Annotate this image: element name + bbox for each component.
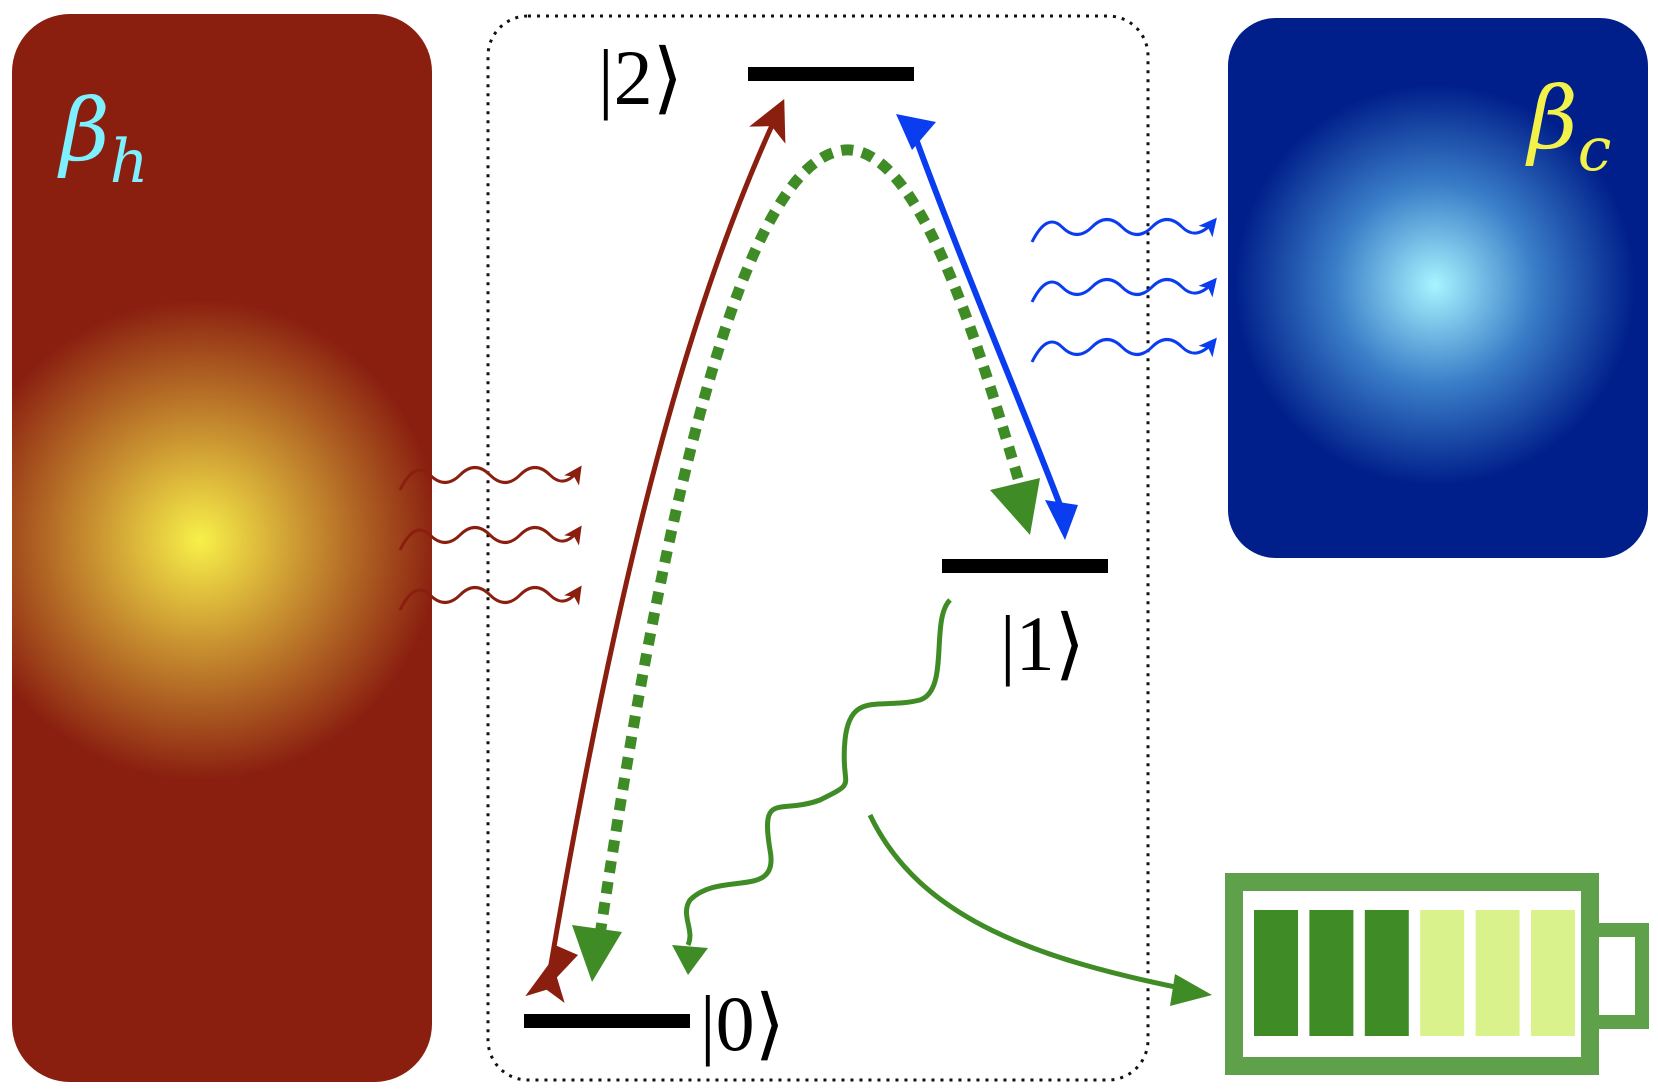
hot-bath: βh — [12, 14, 432, 1082]
photon-wavy-arrow — [1030, 337, 1217, 363]
hot-transition-arrow — [525, 98, 786, 1003]
cold-bath: βc — [1228, 18, 1648, 558]
battery-cell-empty — [1531, 910, 1575, 1036]
battery-terminal — [1583, 923, 1649, 1029]
level-2-ket: |2⟩ — [598, 34, 683, 121]
cold-bath-label: βc — [1525, 69, 1611, 185]
cold-transition-arrow — [896, 114, 1078, 540]
photon-wavy-arrow — [1030, 277, 1217, 303]
level-0-ket: |0⟩ — [700, 980, 785, 1067]
work-extraction-arrow — [867, 813, 1212, 1006]
battery-cells — [1254, 910, 1575, 1036]
hot-bath-subscript: h — [110, 127, 149, 197]
cold-bath-photons — [1030, 217, 1217, 363]
work-cycle-dotted-arrow — [572, 144, 1040, 982]
photon-wavy-arrow — [398, 585, 582, 611]
cold-bath-subscript: c — [1578, 115, 1612, 185]
photon-wavy-arrow — [398, 525, 582, 551]
level-1-ket: |1⟩ — [1000, 600, 1085, 687]
battery-cell-full — [1309, 910, 1354, 1036]
battery-icon — [1225, 873, 1649, 1075]
emission-wavy-arrow — [672, 598, 952, 975]
hot-bath-label: βh — [57, 81, 148, 197]
battery-cell-empty — [1475, 910, 1520, 1036]
energy-levels: |2⟩ |1⟩ |0⟩ — [524, 34, 1108, 1067]
hot-bath-photons — [398, 465, 582, 611]
photon-wavy-arrow — [1030, 217, 1217, 243]
battery-cell-empty — [1420, 910, 1465, 1036]
system-boundary — [486, 14, 1150, 1082]
hot-bath-body — [12, 14, 432, 1082]
photon-wavy-arrow — [398, 465, 582, 491]
battery-cell-full — [1254, 910, 1298, 1036]
cold-bath-body — [1228, 18, 1648, 558]
battery-cell-full — [1364, 910, 1409, 1036]
